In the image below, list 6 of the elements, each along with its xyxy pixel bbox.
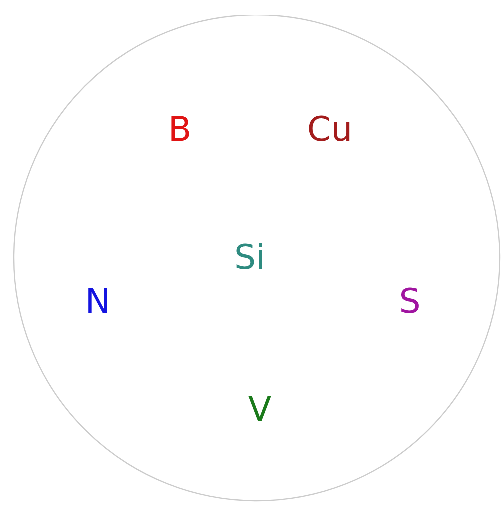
element-symbol: V — [248, 393, 272, 427]
element-symbol: Cu — [307, 113, 353, 147]
element-symbol: Si — [234, 241, 266, 275]
element-symbol: N — [85, 285, 111, 319]
element-symbol: S — [399, 285, 421, 319]
element-symbol: B — [168, 113, 192, 147]
